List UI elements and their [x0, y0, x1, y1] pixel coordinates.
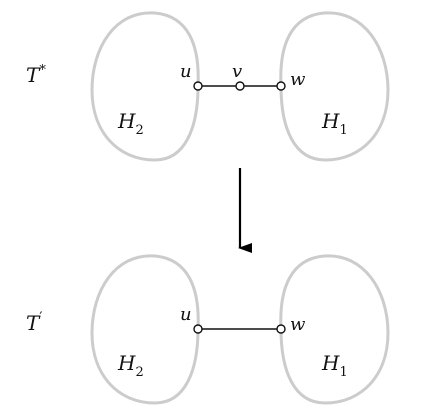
- top-diagram: T* H2 H1 u v w: [26, 11, 390, 162]
- bottom-vertex-u-label: u: [180, 304, 192, 325]
- bottom-tree-label: T′: [26, 310, 43, 335]
- bottom-diagram: T′ H2 H1 u w: [26, 254, 390, 405]
- top-vertex-u-label: u: [180, 61, 192, 82]
- top-vertex-u: [193, 81, 203, 91]
- top-left-region-h2: [90, 11, 200, 162]
- top-vertex-v-label: v: [232, 61, 242, 82]
- bottom-vertex-w: [276, 324, 286, 334]
- bottom-vertex-w-label: w: [290, 314, 306, 335]
- top-vertex-v: [235, 81, 245, 91]
- bottom-left-region-h2: [90, 254, 200, 405]
- bottom-vertex-u: [193, 324, 203, 334]
- bottom-left-region-label: H2: [117, 351, 144, 380]
- top-vertex-w-label: w: [290, 69, 306, 90]
- top-right-region-label: H1: [321, 109, 348, 138]
- bottom-right-region-h1: [279, 254, 390, 405]
- top-tree-label: T*: [26, 63, 46, 87]
- bottom-right-region-label: H1: [321, 351, 348, 380]
- top-vertex-w: [276, 81, 286, 91]
- top-left-region-label: H2: [117, 109, 144, 138]
- top-right-region-h1: [279, 11, 390, 162]
